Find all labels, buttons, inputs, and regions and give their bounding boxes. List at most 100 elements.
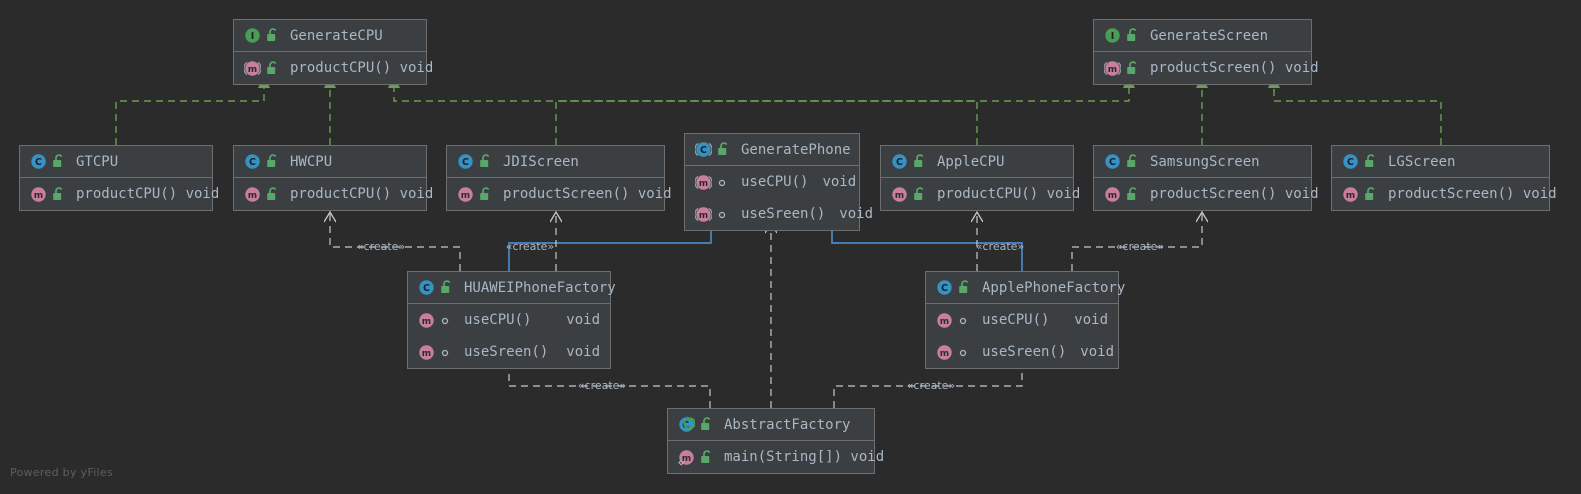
abstract-method-icon: m — [695, 174, 712, 191]
member-return-type: void — [1074, 312, 1108, 328]
member-signature: useSreen()void — [464, 344, 600, 360]
public-lock-icon — [265, 60, 280, 77]
public-lock-icon — [1363, 153, 1378, 170]
edge-label-create: «create» — [1116, 240, 1164, 253]
class-name: SamsungScreen — [1150, 153, 1260, 170]
member-signature: useCPU()void — [741, 174, 856, 190]
class-name: HWCPU — [290, 153, 333, 170]
protected-circle-icon — [716, 206, 731, 223]
class-name: GenerateScreen — [1150, 27, 1269, 44]
uml-class-hwcpu[interactable]: C HWCPU m productCPU() void — [233, 145, 433, 211]
class-icon: C — [891, 153, 908, 170]
svg-text:C: C — [423, 283, 430, 294]
dependency-abstractfactory-huaweiphonefactory — [509, 359, 711, 408]
public-lock-icon — [912, 153, 927, 170]
method-icon: m — [30, 186, 47, 203]
dependency-applephonefactory-samsungscreen — [1071, 213, 1202, 271]
method-icon: m — [244, 186, 261, 203]
public-lock-icon — [439, 279, 454, 296]
class-member-row[interactable]: m productCPU() void — [881, 178, 1080, 210]
class-icon: C — [30, 153, 47, 170]
method-icon: m — [457, 186, 474, 203]
edge-label-create: «create» — [976, 240, 1024, 253]
public-lock-icon — [51, 186, 66, 203]
public-lock-icon — [1125, 60, 1140, 77]
class-member-row[interactable]: m useCPU()void — [685, 166, 859, 198]
realization-gtcpu-generatecpu — [115, 76, 270, 145]
member-signature: useCPU()void — [982, 312, 1108, 328]
member-name: useCPU() — [464, 312, 532, 328]
abstract-method-icon: m — [1104, 60, 1121, 77]
class-member-row[interactable]: m productCPU() void — [234, 178, 433, 210]
realization-lgscreen-generatescreen — [1268, 76, 1442, 145]
svg-text:m: m — [940, 317, 949, 327]
member-return-type: void — [1080, 344, 1115, 360]
inheritance-huaweiphonefactory-generatephone — [508, 212, 717, 271]
abstract-method-icon: m — [244, 60, 261, 77]
svg-text:C: C — [941, 283, 948, 294]
protected-circle-icon — [957, 312, 972, 329]
public-lock-icon — [478, 153, 493, 170]
class-icon: C — [244, 153, 261, 170]
svg-text:m: m — [1108, 65, 1117, 75]
public-lock-icon — [265, 153, 280, 170]
inheritance-applephonefactory-generatephone — [826, 212, 1023, 271]
svg-text:m: m — [248, 65, 257, 75]
svg-text:C: C — [700, 145, 707, 156]
member-signature: productCPU() void — [937, 186, 1081, 202]
class-name: GenerateCPU — [290, 27, 383, 44]
svg-text:C: C — [462, 157, 469, 168]
class-name: ApplePhoneFactory — [982, 279, 1126, 296]
public-lock-icon — [1363, 186, 1378, 203]
member-name: useSreen() — [741, 206, 826, 222]
class-header: C HWCPU — [234, 146, 426, 178]
svg-text:m: m — [461, 191, 470, 201]
svg-text:m: m — [699, 211, 708, 221]
member-signature: productCPU() void — [290, 186, 434, 202]
method-icon: m — [1342, 186, 1359, 203]
class-member-row[interactable]: m useCPU()void — [926, 304, 1118, 336]
svg-text:m: m — [895, 191, 904, 201]
svg-text:m: m — [248, 191, 257, 201]
realization-jdiscreen-generatescreen — [555, 76, 1135, 145]
public-lock-icon — [957, 279, 972, 296]
member-signature: useSreen()void — [982, 344, 1114, 360]
class-name: GTCPU — [76, 153, 119, 170]
member-return-type: void — [566, 344, 600, 360]
public-lock-icon — [699, 416, 714, 433]
svg-text:C: C — [896, 157, 903, 168]
svg-text:m: m — [1346, 191, 1355, 201]
public-lock-icon — [1125, 27, 1140, 44]
svg-text:m: m — [699, 179, 708, 189]
